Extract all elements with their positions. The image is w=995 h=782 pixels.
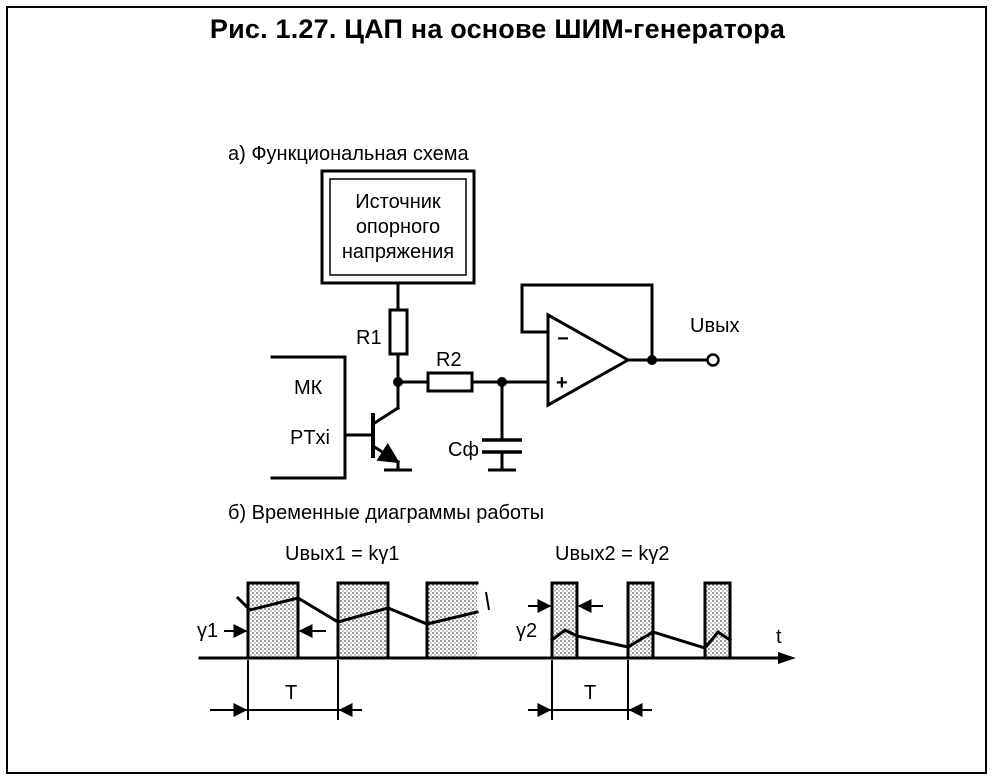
capacitor-cf: Cф: [448, 380, 522, 472]
ref-source-line-2: опорного: [356, 216, 440, 238]
gamma2-label: γ2: [516, 620, 537, 642]
ref-source-line-1: Источник: [355, 191, 441, 213]
op-amp: − +: [546, 312, 632, 408]
period-right-dimension: T: [528, 660, 652, 720]
gamma1-dimension: γ1: [197, 620, 326, 642]
opamp-plus-sign: +: [556, 372, 568, 394]
gamma1-label: γ1: [197, 620, 218, 642]
section-a-heading: а) Функциональная схема: [228, 143, 470, 165]
left-formula: Uвых1 = kγ1: [285, 543, 399, 565]
right-formula: Uвых2 = kγ2: [555, 543, 669, 565]
mk-label: МК: [294, 377, 323, 399]
left-pulse-train: [198, 581, 490, 660]
figure-frame: [6, 6, 987, 774]
figure-title: Рис. 1.27. ЦАП на основе ШИМ-генератора: [209, 14, 786, 44]
cf-label: Cф: [448, 439, 479, 461]
r2-label: R2: [436, 349, 462, 371]
gamma2-dimension: γ2: [516, 599, 603, 642]
uout-label: Uвых: [690, 315, 739, 337]
output-terminal: [706, 353, 720, 367]
period-left-dimension: T: [210, 660, 362, 720]
time-axis-arrow: [778, 652, 796, 664]
ptxi-label: PTxi: [290, 427, 330, 449]
r1-label: R1: [356, 327, 382, 349]
ref-source-line-3: напряжения: [342, 241, 454, 263]
period-right-label: T: [584, 682, 596, 704]
junction-output: [647, 355, 657, 365]
period-left-label: T: [285, 682, 297, 704]
microcontroller-block: МК PTxi: [270, 355, 347, 480]
time-axis-label: t: [776, 626, 782, 648]
section-b-heading: б) Временные диаграммы работы: [228, 502, 544, 524]
right-pulse-train: [486, 581, 733, 660]
reference-voltage-source: Источник опорного напряжения: [320, 169, 476, 285]
opamp-minus-sign: −: [557, 328, 569, 350]
resistor-r2: R2: [426, 349, 474, 393]
feedback-wire: [520, 283, 654, 362]
npn-transistor: [370, 405, 412, 472]
resistor-r1: R1: [356, 308, 409, 356]
